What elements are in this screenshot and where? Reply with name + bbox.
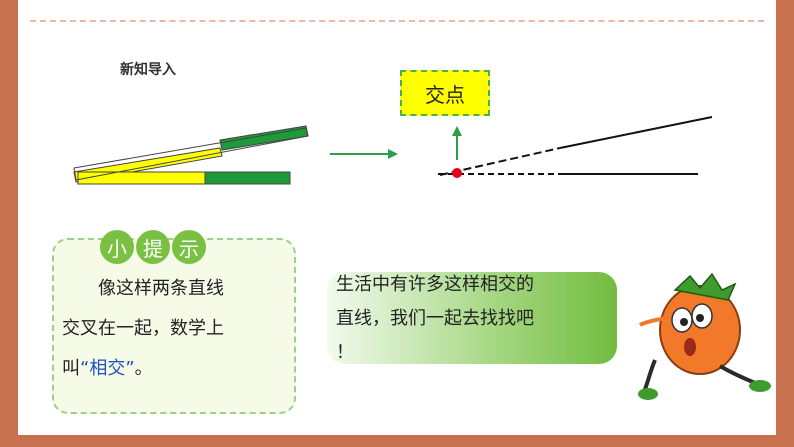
speech-line-2: 直线，我们一起去找找吧 xyxy=(336,308,534,329)
slide-title: 新知导入 xyxy=(120,62,176,78)
tip-line-3: 叫“相交”。 xyxy=(62,349,292,389)
tip-badge-char: 小 xyxy=(100,230,134,264)
right-frame-stripe xyxy=(776,345,794,447)
tip-term: “相交” xyxy=(80,358,135,379)
tip-line-1: 像这样两条直线 xyxy=(98,278,224,299)
speech-line-3: ！ xyxy=(336,342,354,363)
two-sticks-illustration xyxy=(73,125,309,185)
tip-line-3-suffix: 。 xyxy=(134,358,153,379)
tip-box xyxy=(52,238,296,414)
tip-badge-char: 提 xyxy=(136,230,170,264)
intersecting-lines-diagram xyxy=(438,116,713,178)
speech-text: 生活中有许多这样相交的 直线，我们一起去找找吧 ！ xyxy=(336,268,606,370)
right-arrow-icon xyxy=(330,149,398,159)
tip-text: 像这样两条直线 交叉在一起，数学上 叫“相交”。 xyxy=(62,269,292,389)
tomato-mascot xyxy=(638,272,771,400)
intersection-label: 交点 xyxy=(425,82,465,107)
top-dashed-divider xyxy=(30,20,764,22)
speech-line-1: 生活中有许多这样相交的 xyxy=(336,274,534,295)
tip-line-3-prefix: 叫 xyxy=(62,358,80,379)
intersection-label-box: 交点 xyxy=(400,70,490,116)
tip-badge-char: 示 xyxy=(172,230,206,264)
tip-badge: 小 提 示 xyxy=(100,230,206,264)
speech-bubble xyxy=(327,272,617,364)
tip-line-2: 交叉在一起，数学上 xyxy=(62,318,224,339)
up-arrow-icon xyxy=(452,126,462,160)
left-frame-stripe xyxy=(0,345,18,447)
intersection-point xyxy=(452,168,462,178)
